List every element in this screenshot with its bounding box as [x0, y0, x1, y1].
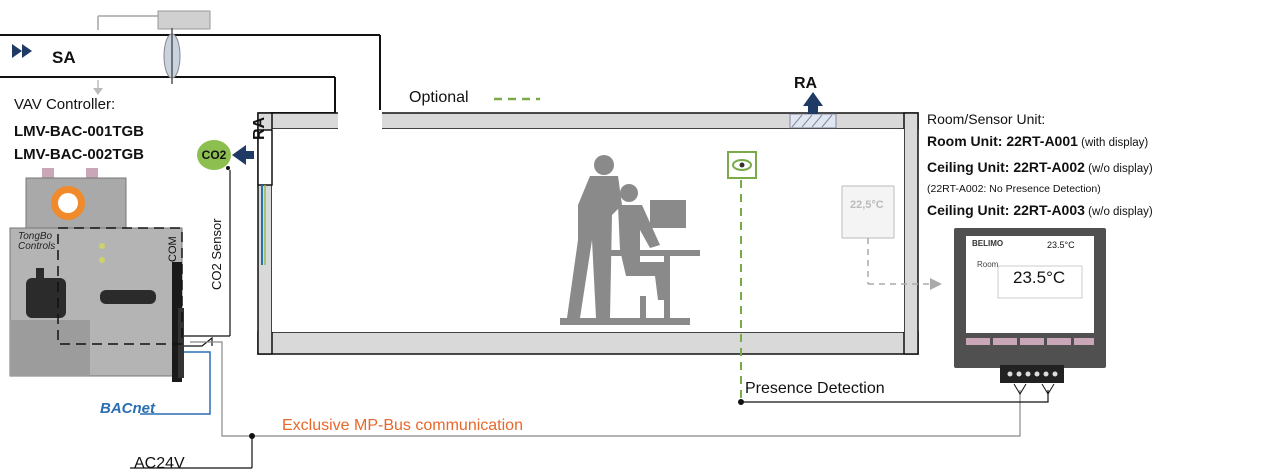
display-temp-big: 23.5°C	[1013, 268, 1066, 287]
eye-icon	[727, 151, 757, 179]
vav-model-2: LMV-BAC-002TGB	[14, 146, 145, 163]
mp-bus-label: Exclusive MP-Bus communication	[282, 417, 523, 434]
wall-sensor-temp: 22,5°C	[850, 199, 884, 211]
office-workers-silhouette-icon	[560, 155, 700, 325]
display-brand: BELIMO	[972, 239, 1004, 248]
brand-label: TongBo Controls	[18, 231, 56, 252]
ceiling-unit-a002-line: Ceiling Unit: 22RT-A002 (w/o display)	[927, 159, 1153, 175]
ceiling-unit-a003-line: Ceiling Unit: 22RT-A003 (w/o display)	[927, 202, 1153, 218]
wall-sensor-icon	[841, 185, 942, 290]
com-label: COM	[167, 236, 179, 262]
wiring	[130, 166, 1055, 469]
ra-duct-label: RA	[251, 116, 268, 140]
display-temp-small: 23.5°C	[1047, 240, 1075, 250]
co2-sensor-label: CO2 Sensor	[209, 218, 224, 290]
vav-controller-title: VAV Controller:	[14, 96, 116, 113]
room-sensor-title: Room/Sensor Unit:	[927, 111, 1046, 127]
arrow-up-icon	[803, 92, 823, 114]
damper-actuator-icon	[9, 168, 184, 382]
double-chevron-right-icon	[12, 44, 32, 58]
room-unit-device	[954, 228, 1106, 383]
presence-detection-label: Presence Detection	[745, 380, 885, 397]
ra-ceiling-label: RA	[794, 75, 818, 92]
sa-label: SA	[52, 48, 76, 67]
ac24v-label: AC24V	[134, 455, 185, 472]
damper-icon	[93, 10, 211, 95]
display-room-label: Room	[977, 260, 999, 269]
co2-badge: CO2	[197, 140, 231, 170]
optional-label: Optional	[409, 89, 469, 106]
return-air-inlet	[257, 129, 273, 265]
bacnet-logo: BACnet	[100, 400, 155, 417]
arrow-left-icon	[232, 145, 254, 165]
vav-model-1: LMV-BAC-001TGB	[14, 123, 145, 140]
room-sensor-note: (22RT-A002: No Presence Detection)	[927, 183, 1101, 195]
room-walls	[257, 110, 919, 355]
room-unit-line: Room Unit: 22RT-A001 (with display)	[927, 133, 1149, 149]
